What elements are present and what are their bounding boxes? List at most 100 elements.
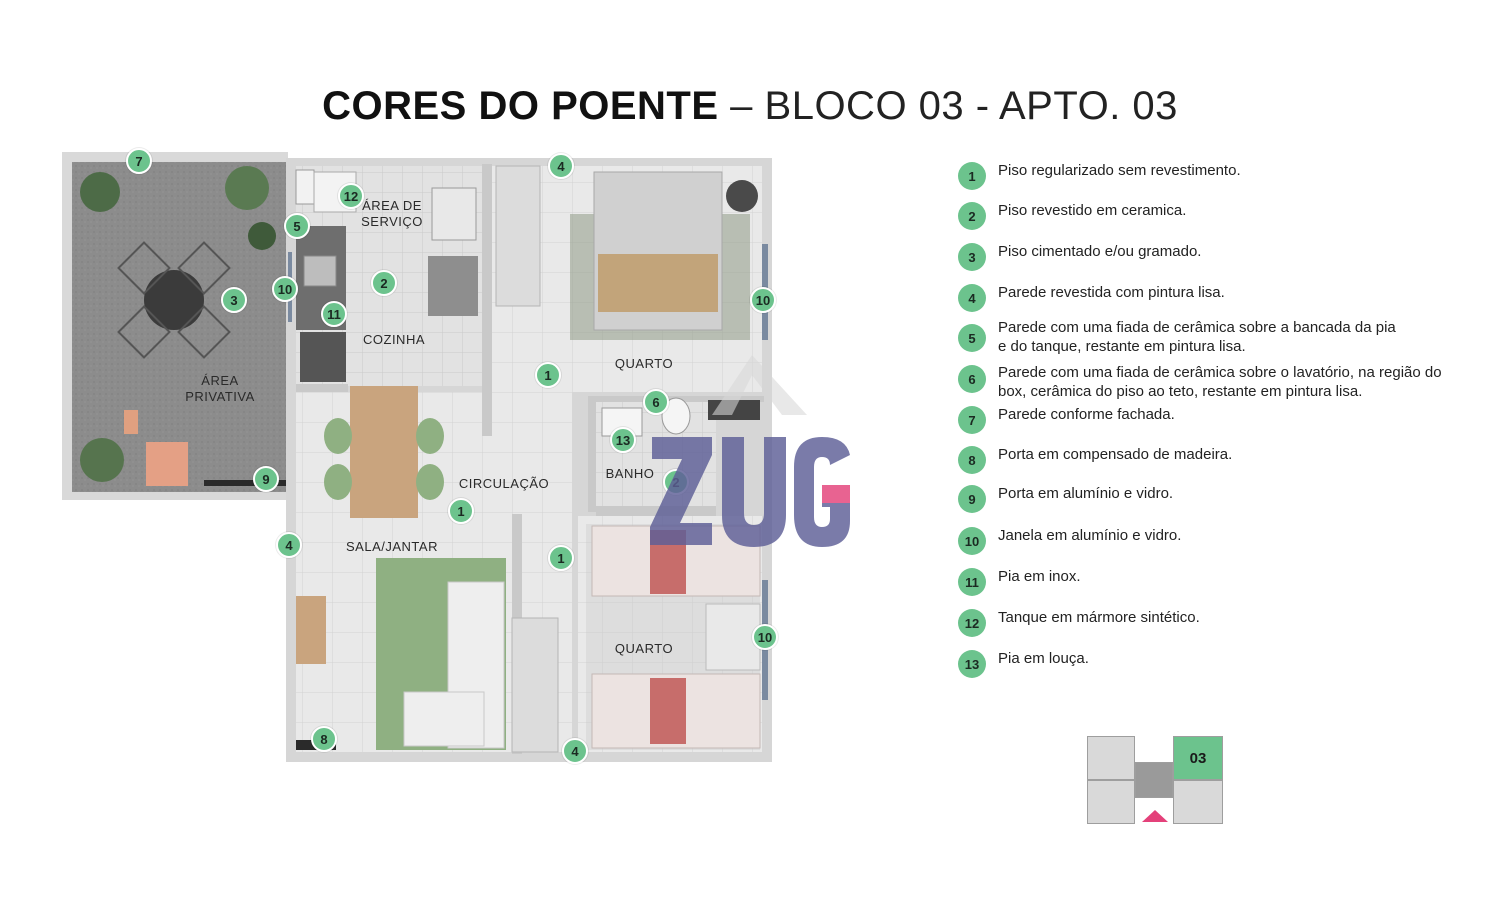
legend-text: Parede com uma fiada de cerâmica sobre a… xyxy=(998,319,1396,355)
planter-box xyxy=(146,442,188,486)
bed-throw xyxy=(598,254,718,312)
wardrobe xyxy=(511,617,559,753)
legend-text: Piso revestido em ceramica. xyxy=(998,202,1187,219)
legend-item: 4 Parede revestida com pintura lisa. xyxy=(958,283,1468,312)
kitchen-sink xyxy=(303,255,337,287)
stove xyxy=(300,332,346,382)
legend-text: Parede com uma fiada de cerâmica sobre o… xyxy=(998,364,1442,400)
water-heater xyxy=(295,169,315,205)
dining-chair xyxy=(416,464,444,500)
legend-number: 13 xyxy=(958,650,986,678)
title-bold: CORES DO POENTE xyxy=(322,84,719,128)
plant xyxy=(248,222,276,250)
legend-number: 9 xyxy=(958,485,986,513)
legend-item: 7 Parede conforme fachada. xyxy=(958,405,1468,434)
legend-item: 1 Piso regularizado sem revestimento. xyxy=(958,161,1468,190)
floor-plan-drawing xyxy=(62,152,772,762)
toilet xyxy=(661,397,691,435)
interior-wall xyxy=(596,506,716,516)
legend-number: 4 xyxy=(958,284,986,312)
legend-item: 13 Pia em louça. xyxy=(958,649,1468,678)
minimap-unit xyxy=(1087,780,1135,824)
legend-text: Piso regularizado sem revestimento. xyxy=(998,162,1241,179)
room-label-sala-jantar: SALA/JANTAR xyxy=(346,539,438,554)
plan-marker: 9 xyxy=(253,466,279,492)
plan-marker: 12 xyxy=(338,183,364,209)
washing-machine xyxy=(431,187,477,241)
plant xyxy=(80,172,120,212)
plan-marker: 5 xyxy=(284,213,310,239)
refrigerator xyxy=(428,256,478,316)
desk xyxy=(705,603,761,671)
plan-marker: 4 xyxy=(562,738,588,764)
legend-item: 9 Porta em alumínio e vidro. xyxy=(958,484,1468,513)
plan-marker: 4 xyxy=(276,532,302,558)
minimap-unit xyxy=(1173,780,1223,824)
legend-text: Piso cimentado e/ou gramado. xyxy=(998,243,1202,260)
plant xyxy=(80,438,124,482)
plan-marker: 1 xyxy=(548,545,574,571)
legend-number: 7 xyxy=(958,406,986,434)
floor-plan: ÁREA DE SERVIÇO COZINHA ÁREA PRIVATIVA Q… xyxy=(62,148,778,764)
plan-marker: 4 xyxy=(548,153,574,179)
plan-marker: 10 xyxy=(752,624,778,650)
room-label-cozinha: COZINHA xyxy=(363,332,425,347)
legend-text: Porta em compensado de madeira. xyxy=(998,446,1233,463)
plan-marker: 6 xyxy=(643,389,669,415)
dining-chair xyxy=(416,418,444,454)
bed-blanket xyxy=(650,678,686,744)
page-title: CORES DO POENTE – BLOCO 03 - APTO. 03 xyxy=(0,84,1500,129)
minimap-unit-active: 03 xyxy=(1173,736,1223,780)
legend-text: Parede conforme fachada. xyxy=(998,406,1175,423)
legend-number: 12 xyxy=(958,609,986,637)
dining-chair xyxy=(324,418,352,454)
legend-item: 6 Parede com uma fiada de cerâmica sobre … xyxy=(958,363,1468,401)
wardrobe xyxy=(495,165,541,307)
room-label-circulacao: CIRCULAÇÃO xyxy=(458,476,550,491)
legend-text: Pia em louça. xyxy=(998,650,1089,667)
room-label-area-privativa: ÁREA PRIVATIVA xyxy=(185,373,255,404)
plan-marker: 13 xyxy=(610,427,636,453)
title-light: – BLOCO 03 - APTO. 03 xyxy=(718,84,1178,128)
legend-item: 10 Janela em alumínio e vidro. xyxy=(958,526,1468,555)
dining-table xyxy=(350,386,418,518)
legend-number: 3 xyxy=(958,243,986,271)
legend-number: 10 xyxy=(958,527,986,555)
room-label-quarto-1: QUARTO xyxy=(614,356,674,371)
legend-item: 8 Porta em compensado de madeira. xyxy=(958,445,1468,474)
legend-number: 6 xyxy=(958,365,986,393)
terrace-chair xyxy=(117,305,171,359)
side-table xyxy=(124,410,138,434)
minimap-unit xyxy=(1087,736,1135,780)
minimap-core xyxy=(1135,762,1173,798)
legend-text: Porta em alumínio e vidro. xyxy=(998,485,1174,502)
plan-marker: 10 xyxy=(750,287,776,313)
nightstand-lamp xyxy=(726,180,758,212)
legend-number: 1 xyxy=(958,162,986,190)
interior-wall xyxy=(296,384,348,392)
dining-chair xyxy=(324,464,352,500)
interior-wall xyxy=(482,164,492,436)
plan-marker: 7 xyxy=(126,148,152,174)
terrace-chair xyxy=(117,241,171,295)
legend-number: 8 xyxy=(958,446,986,474)
legend-item: 2 Piso revestido em ceramica. xyxy=(958,201,1468,230)
room-label-banho: BANHO xyxy=(605,466,655,481)
terrace-chair xyxy=(177,305,231,359)
legend-text: Janela em alumínio e vidro. xyxy=(998,527,1182,544)
plan-marker: 2 xyxy=(371,270,397,296)
plan-marker: 11 xyxy=(321,301,347,327)
room-label-quarto-2: QUARTO xyxy=(614,641,674,656)
legend-text: Parede revestida com pintura lisa. xyxy=(998,284,1225,301)
plan-marker: 10 xyxy=(272,276,298,302)
legend-item: 12 Tanque em mármore sintético. xyxy=(958,608,1468,637)
legend-text: Pia em inox. xyxy=(998,568,1081,585)
legend-text: Tanque em mármore sintético. xyxy=(998,609,1200,626)
legend-item: 3 Piso cimentado e/ou gramado. xyxy=(958,242,1468,271)
legend-number: 2 xyxy=(958,202,986,230)
interior-wall xyxy=(588,396,596,512)
plan-marker: 3 xyxy=(221,287,247,313)
watermark-logo xyxy=(650,355,850,547)
